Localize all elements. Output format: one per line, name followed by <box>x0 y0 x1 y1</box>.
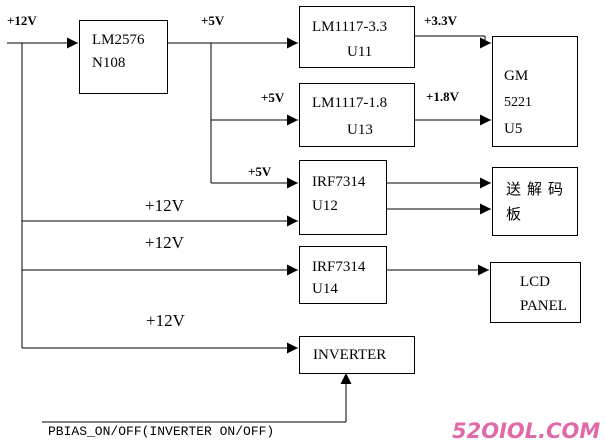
inverter-label: INVERTER <box>313 347 387 363</box>
watermark-logo: 52OIOL.COM <box>452 419 601 443</box>
u14-label: IRF7314 <box>312 259 366 275</box>
block-u12: IRF7314 U12 <box>299 160 387 235</box>
lm2576-sublabel: N108 <box>92 55 126 71</box>
u12-designator: U12 <box>312 198 338 214</box>
label-5v-u12: +5V <box>248 164 272 179</box>
block-u13: LM1117-1.8 U13 <box>299 83 415 147</box>
u12-label: IRF7314 <box>312 174 366 190</box>
label-5v-out: +5V <box>201 13 225 28</box>
block-decoder: 送解码 板 <box>492 167 578 236</box>
lcd-panel-label: PANEL <box>520 298 567 314</box>
label-12v-u14: +12V <box>145 233 184 252</box>
label-5v-u13: +5V <box>261 90 285 105</box>
block-u14: IRF7314 U14 <box>299 246 387 304</box>
block-lcd-panel: LCD PANEL <box>490 262 581 323</box>
block-u11: LM1117-3.3 U11 <box>299 6 415 68</box>
gm-designator: U5 <box>504 121 523 137</box>
lm2576-label: LM2576 <box>92 32 145 48</box>
u11-label: LM1117-3.3 <box>312 19 388 35</box>
label-3v3: +3.3V <box>424 13 458 28</box>
label-12v-input: +12V <box>7 13 37 28</box>
block-gm5221: GM 5221 U5 <box>492 36 578 147</box>
lcd-label: LCD <box>520 274 550 290</box>
label-pbias-signal: PBIAS_ON/OFF(INVERTER ON/OFF) <box>48 424 275 439</box>
label-1v8: +1.8V <box>426 89 460 104</box>
u13-designator: U13 <box>347 122 373 138</box>
label-12v-inverter: +12V <box>146 311 185 330</box>
u13-label: LM1117-1.8 <box>312 95 388 111</box>
block-lm2576: LM2576 N108 <box>79 20 168 94</box>
decoder-label: 送解码 <box>506 180 570 198</box>
label-12v-u12: +12V <box>145 196 184 215</box>
gm-label: GM <box>504 68 529 84</box>
decoder-label-2: 板 <box>506 205 528 223</box>
u14-designator: U14 <box>312 281 338 297</box>
block-inverter: INVERTER <box>299 336 415 374</box>
u11-designator: U11 <box>347 44 373 60</box>
gm-part: 5221 <box>504 95 532 110</box>
